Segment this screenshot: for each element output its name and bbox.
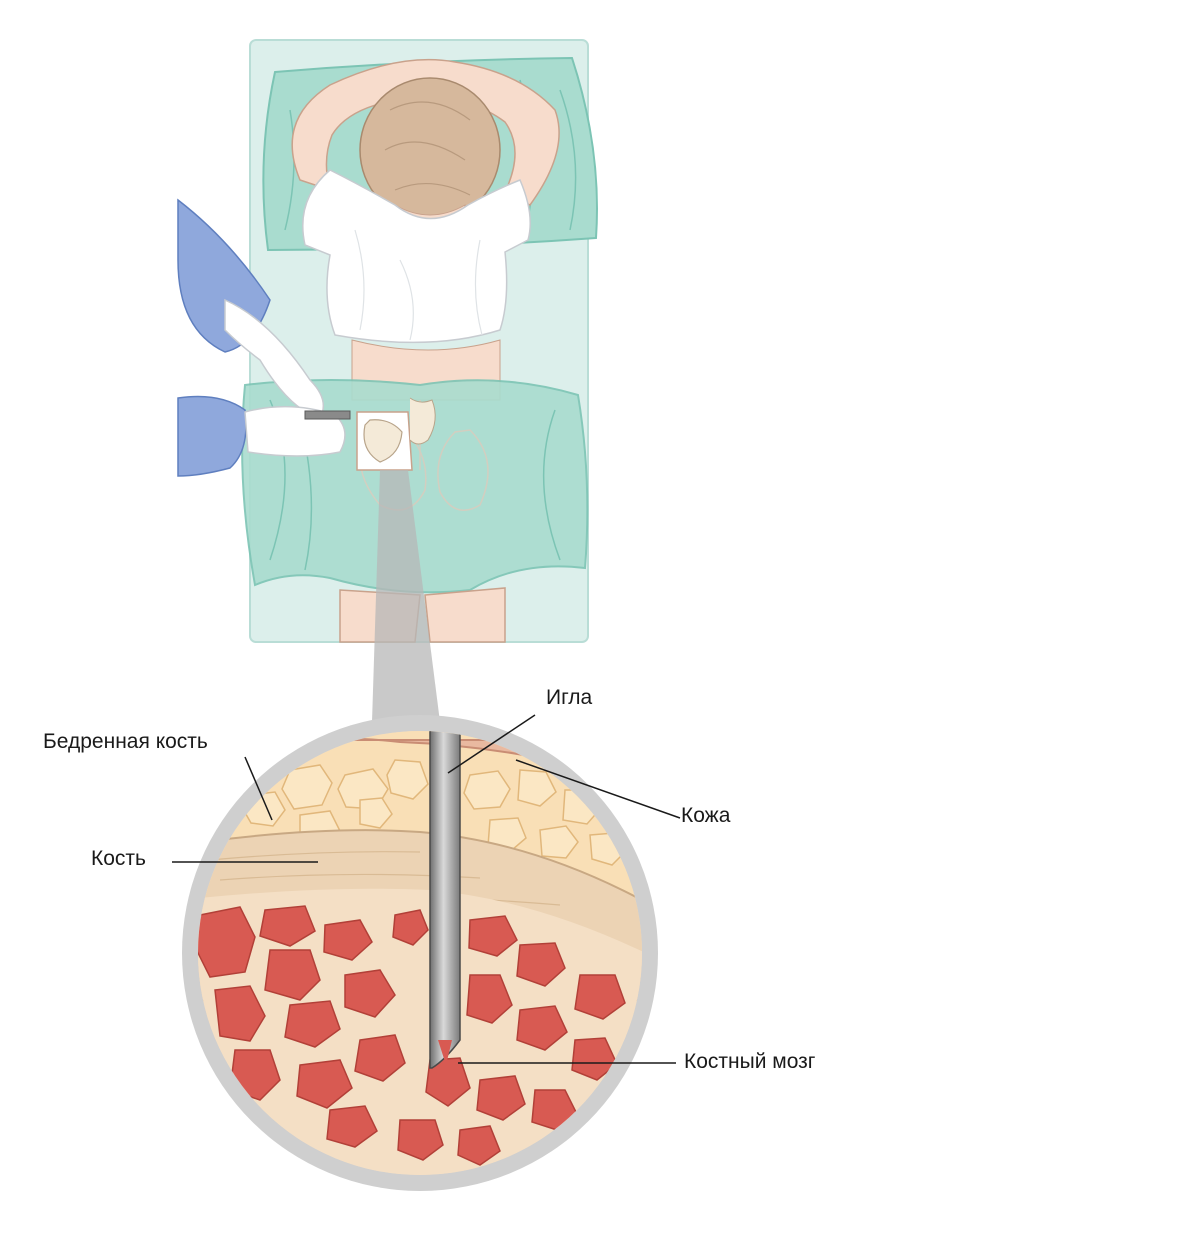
needle-label: Игла [546,686,593,709]
leader-lines [172,714,681,1064]
arms [291,58,560,206]
needle-leader [447,714,536,774]
shirt [302,169,531,344]
skin-leader [515,759,681,819]
patient-scene [177,39,598,722]
magnifier-cone [372,470,440,722]
skin-label: Кожа [681,804,731,827]
marrow-islands [198,905,626,1166]
doctor-hands [177,198,351,477]
bone-label: Кость [91,847,146,870]
marrow-label: Костный мозг [684,1050,816,1073]
femur-label: Бедренная кость [43,730,208,753]
needle [429,731,461,1069]
magnified-view [182,715,658,1191]
femur-leader [244,756,273,821]
